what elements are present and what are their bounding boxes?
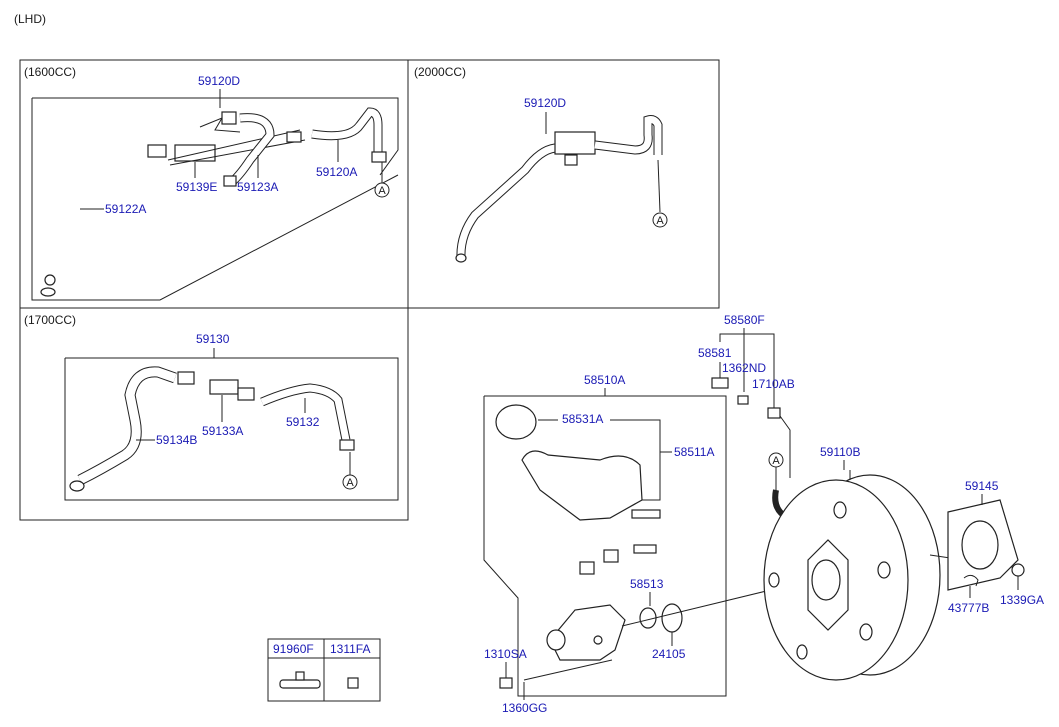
label-59139E: 59139E: [176, 180, 217, 194]
label-24105: 24105: [652, 647, 686, 661]
callout-a-2000: [652, 212, 668, 228]
label-1362ND: 1362ND: [722, 361, 766, 375]
label-1360GG: 1360GG: [502, 701, 547, 715]
label-59110B: 59110B: [820, 445, 860, 459]
valve-59120D: [554, 131, 596, 155]
nut-1339GA: [1011, 563, 1025, 577]
label-58513: 58513: [630, 577, 664, 591]
label-59133A: 59133A: [202, 424, 243, 438]
legend-91960F: 91960F: [273, 642, 314, 656]
label-58581: 58581: [698, 346, 732, 360]
inner-frame-1600: [32, 97, 399, 176]
svg-text:A: A: [346, 477, 354, 489]
nut-1310SA: [499, 677, 513, 689]
region-label: (LHD): [14, 12, 46, 26]
svg-text:A: A: [378, 185, 386, 197]
legend-1311FA: 1311FA: [330, 642, 370, 656]
cable-tie-icon: [279, 679, 321, 689]
label-1339GA: 1339GA: [1000, 593, 1044, 607]
panel-1700cc-title: (1700CC): [24, 313, 76, 327]
clip-icon: [347, 677, 359, 689]
check-valve-59139E: [174, 144, 216, 162]
panel-2000cc-title: (2000CC): [414, 65, 466, 79]
clip-43777B: [963, 574, 979, 587]
label-59145: 59145: [965, 479, 999, 493]
label-58580F: 58580F: [724, 313, 765, 327]
panel-1700cc: [19, 307, 409, 521]
label-59123A: 59123A: [237, 180, 278, 194]
label-43777B: 43777B: [948, 601, 989, 615]
panel-1600cc-title: (1600CC): [24, 65, 76, 79]
valve-59133A: [209, 379, 239, 395]
panel-2000cc: [407, 59, 720, 309]
label-58511A: 58511A: [674, 445, 714, 459]
inner-frame-1700: [64, 357, 399, 501]
label-59120A: 59120A: [316, 165, 357, 179]
frame-58510A: [483, 395, 727, 697]
svg-text:A: A: [772, 455, 780, 467]
label-59120D-1600: 59120D: [198, 74, 240, 88]
label-59132: 59132: [286, 415, 320, 429]
clamp-59122A: [44, 274, 56, 286]
reservoir-58511A: [521, 450, 643, 521]
check-valve-58581: [711, 377, 729, 389]
callout-a-1700: [342, 474, 358, 490]
label-58531A: 58531A: [562, 412, 603, 426]
label-1310SA: 1310SA: [484, 647, 527, 661]
label-59122A: 59122A: [105, 202, 146, 216]
label-59120D-2000: 59120D: [524, 96, 566, 110]
oring-24105: [661, 603, 683, 633]
label-59134B: 59134B: [156, 433, 197, 447]
reservoir-cap-58531A: [495, 404, 537, 440]
label-59130: 59130: [196, 332, 230, 346]
master-cylinder: [549, 604, 626, 661]
label-1710AB: 1710AB: [752, 377, 795, 391]
label-58510A: 58510A: [584, 373, 625, 387]
svg-text:A: A: [656, 215, 664, 227]
hose-59120D-2000: [456, 143, 556, 259]
callout-a-1600: [374, 182, 390, 198]
